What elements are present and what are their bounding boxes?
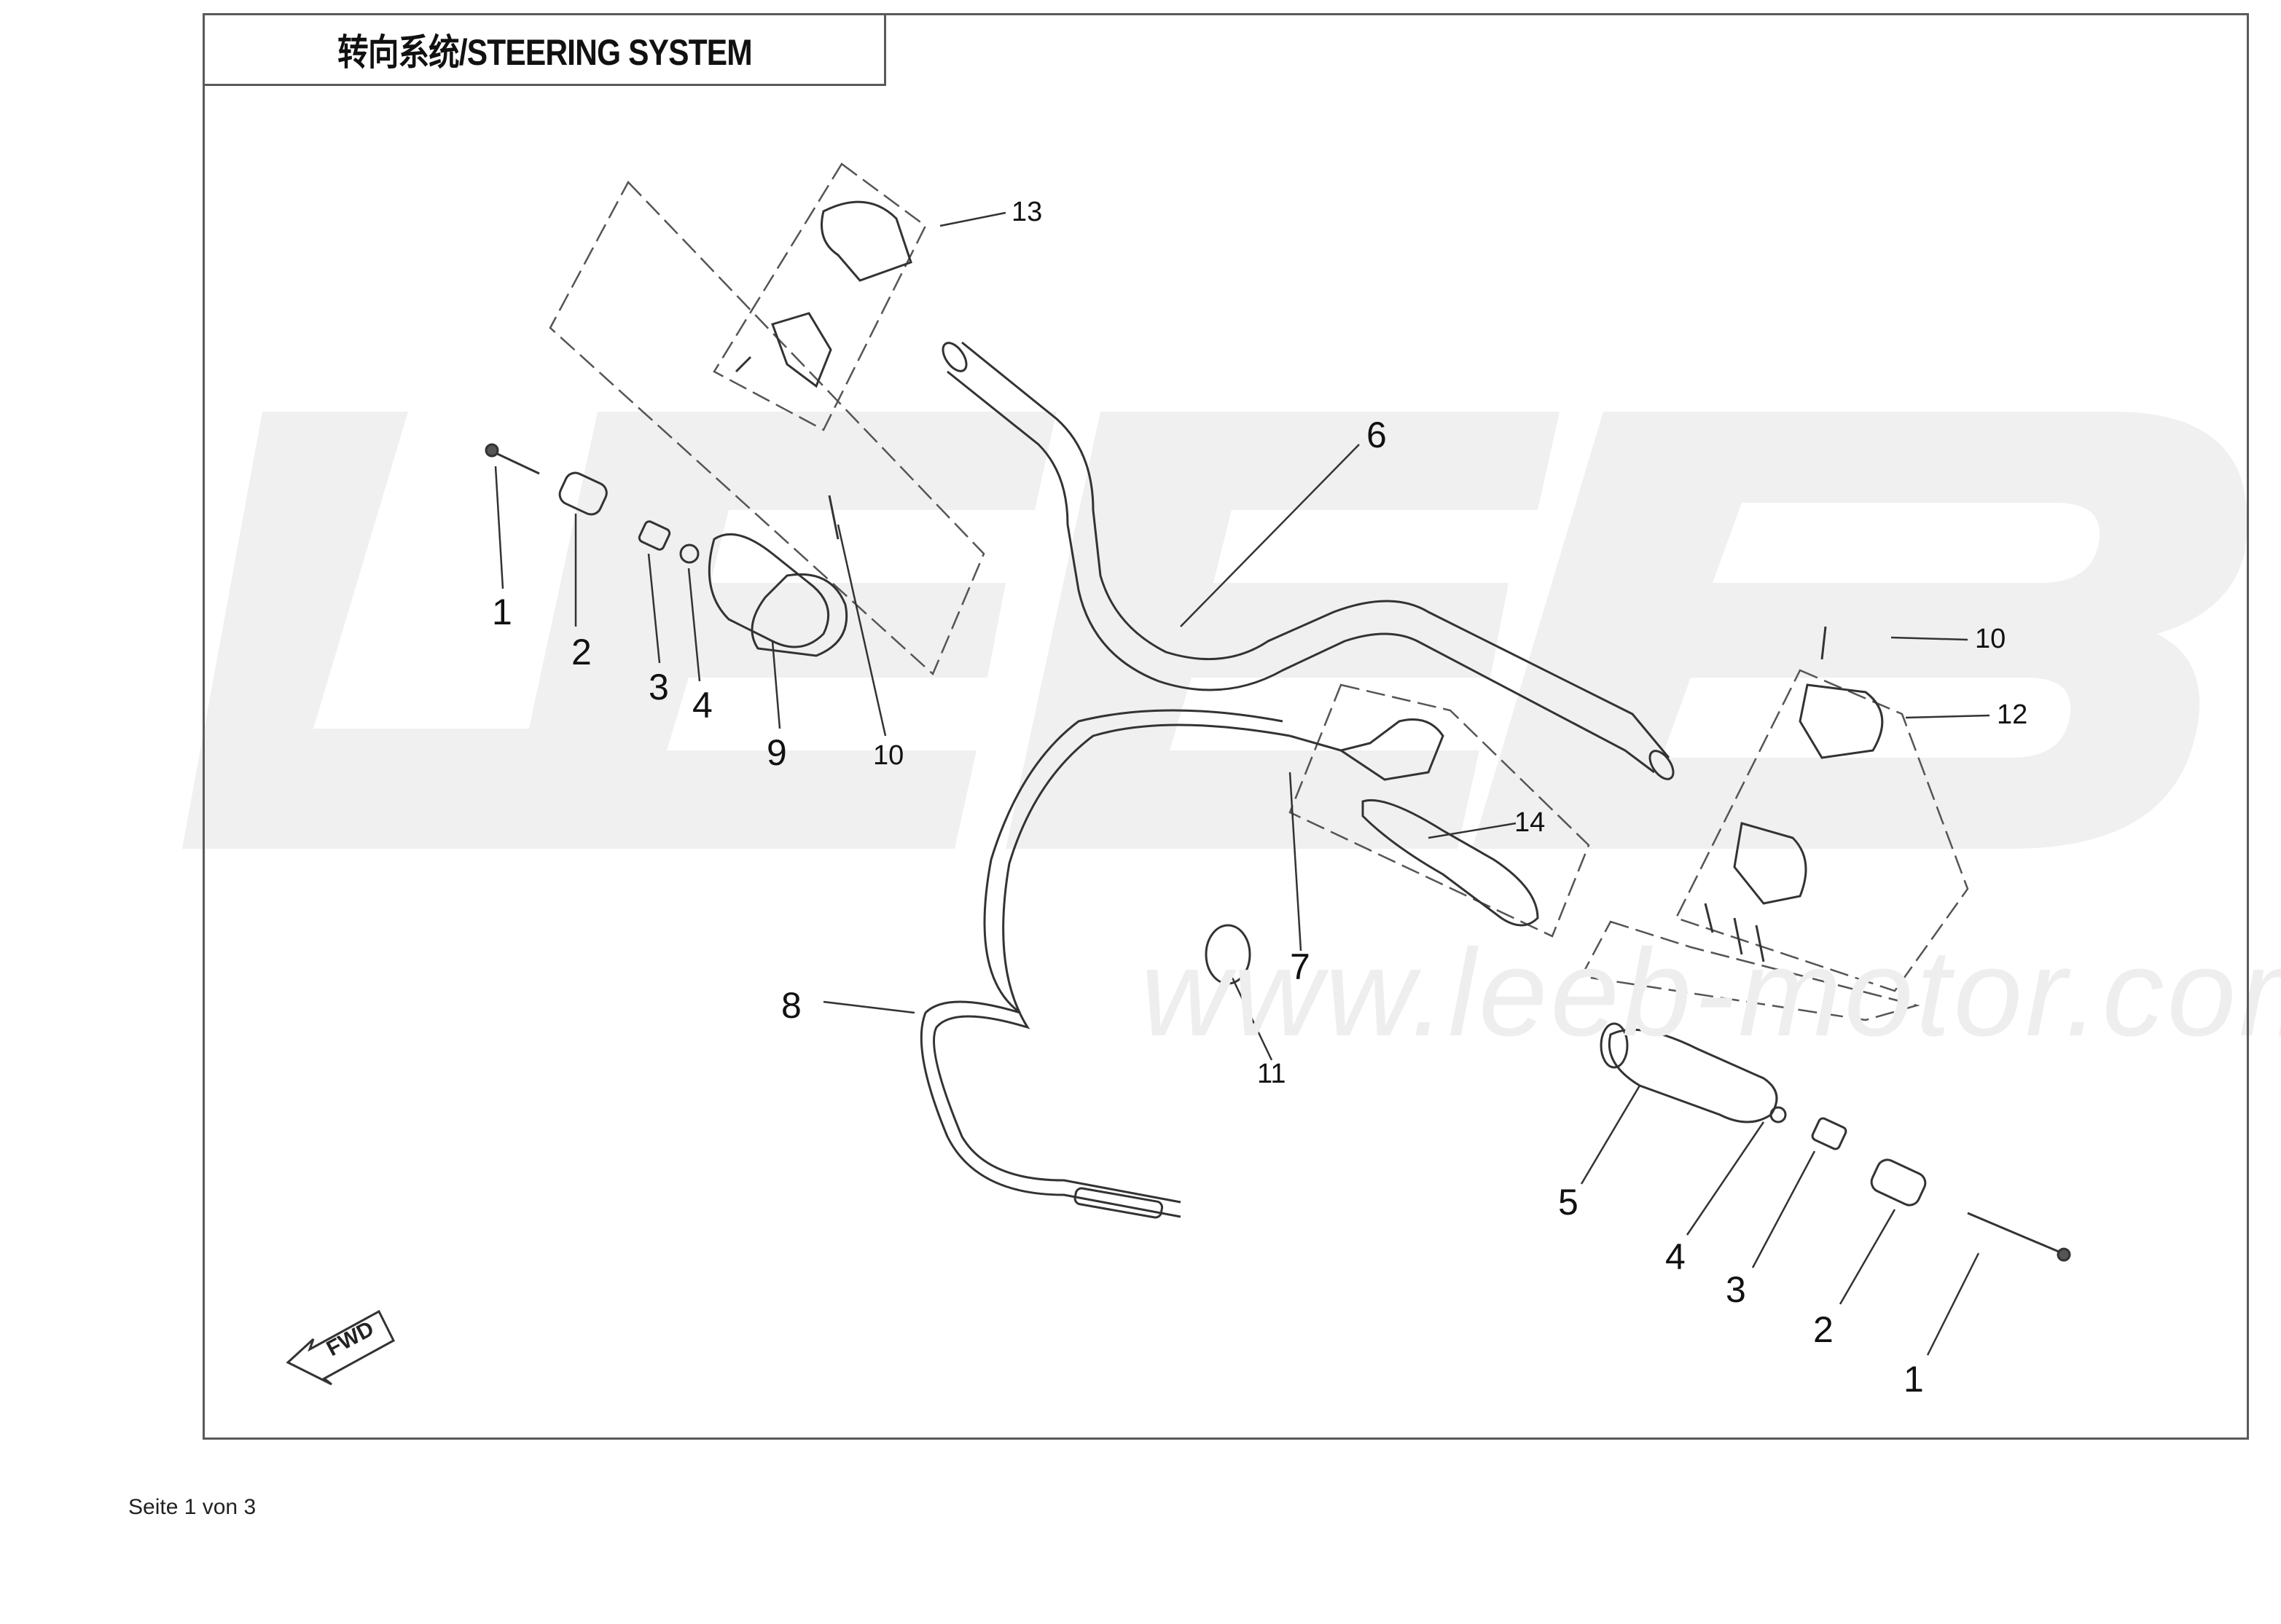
callout-left-3: 3 [649, 667, 669, 707]
assembly-outline-left [549, 162, 985, 676]
clutch-cable [920, 709, 1291, 1219]
callout-14: 14 [1514, 807, 1546, 838]
left-switch-housing [735, 200, 912, 540]
callout-right-2: 2 [1813, 1309, 1834, 1350]
diagram-frame [203, 13, 2249, 1440]
callout-left-1: 1 [492, 592, 512, 632]
callout-11: 11 [1257, 1059, 1286, 1089]
callout-left-2: 2 [571, 632, 592, 672]
callout-6: 6 [1366, 415, 1387, 455]
leeb-watermark-logo [182, 412, 2247, 849]
callout-7: 7 [1290, 946, 1310, 987]
spacer-ring [1205, 924, 1251, 985]
watermark-url: www.leeb-motor.com [1140, 924, 2281, 1062]
callout-right-12: 12 [1997, 699, 2028, 730]
callout-right-1: 1 [1904, 1359, 1924, 1400]
callout-8: 8 [781, 985, 802, 1026]
page-footer: Seite 1 von 3 [128, 1495, 257, 1519]
callout-right-5: 5 [1558, 1182, 1578, 1223]
clutch-lever-assembly [1289, 718, 1539, 927]
right-switch-housing [1704, 626, 1884, 962]
callout-left-9: 9 [767, 732, 787, 773]
right-grip-assembly [1600, 1022, 2071, 1262]
assembly-outline-right [1580, 669, 1969, 1021]
callout-right-3: 3 [1726, 1269, 1746, 1310]
callout-left-4: 4 [692, 685, 713, 726]
callout-right-10: 10 [1975, 624, 2006, 654]
leader-lines [494, 211, 1990, 1356]
left-grip-assembly [485, 443, 848, 657]
assembly-outline-center [1288, 683, 1590, 938]
callout-left-10: 10 [873, 740, 904, 771]
callout-left-13: 13 [1012, 197, 1043, 227]
diagram-title: 转向系统/STEERING SYSTEM [337, 32, 752, 73]
title-box: 转向系统/STEERING SYSTEM [203, 13, 886, 86]
callout-right-4: 4 [1665, 1236, 1686, 1277]
handlebar-part [942, 341, 1675, 780]
